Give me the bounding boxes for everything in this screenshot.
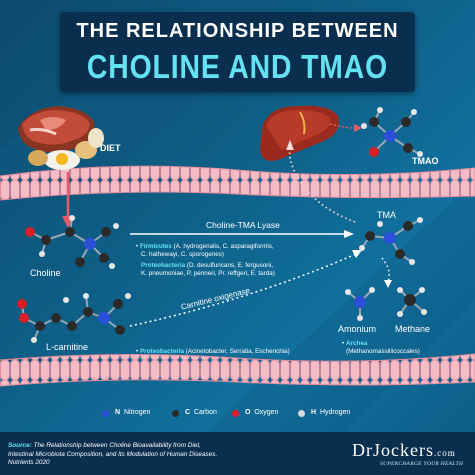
firmicutes-name: Firmicutes: [139, 243, 172, 250]
arrow-liver-to-tmao: [329, 123, 362, 132]
footer: [0, 432, 475, 475]
legend-name: Nitrogen: [123, 409, 151, 416]
brand-tagline: SUPERCHARGE YOUR HEALTH: [380, 461, 464, 467]
legend-letter: C: [185, 409, 191, 416]
legend-letter: O: [245, 409, 251, 416]
choline-molecule: [25, 215, 119, 269]
title-line-1: THE RELATIONSHIP BETWEEN: [76, 20, 399, 42]
arrow-choline-tma-lyase: [130, 230, 354, 238]
firmicutes-line1: (A. hydrogenalis, C. asparagiformis,: [171, 243, 274, 250]
legend-nitrogen: N Nitrogen: [115, 409, 150, 416]
membrane-bottom: [0, 353, 475, 387]
amonium-label: Amonium: [338, 324, 377, 334]
legend-letter: H: [311, 409, 317, 416]
legend-name: Carbon: [193, 409, 217, 416]
methane-molecule: [397, 287, 427, 317]
legend-letter: N: [115, 409, 121, 416]
tma-label: TMA: [377, 210, 396, 220]
archea-note: • Archea (Methanomassiliicoccales): [342, 340, 472, 357]
firmicutes-note: • Firmicutes (A. hydrogenalis, C. aspara…: [136, 243, 346, 260]
proteobacteria-note-1: Proteobacteria (D. desulfuricans, E. fer…: [141, 262, 351, 279]
proteobacteria-note-2: • Proteobacteria (Acinetobacter, Serrati…: [136, 348, 356, 356]
hydrogen-dot-icon: [298, 410, 305, 417]
title-box: THE RELATIONSHIP BETWEEN CHOLINE AND TMA…: [60, 12, 415, 92]
steak-icon: [18, 106, 95, 153]
oxygen-dot-icon: [232, 410, 239, 417]
arrow-carnitine-oxigenase: [129, 250, 362, 327]
carbon-dot-icon: [172, 410, 179, 417]
legend-name: Oxygen: [254, 409, 279, 416]
methane-label: Methane: [395, 324, 431, 334]
choline-label: Choline: [30, 268, 61, 278]
proteobacteria-name-1: Proteobacteria: [141, 262, 186, 269]
legend-hydrogen: H Hydrogen: [311, 409, 350, 416]
proteobacteria-text-2: (Acinetobacter, Serratia, Escherichia): [184, 348, 290, 355]
legend-name: Hydrogen: [319, 409, 351, 416]
choline-tma-lyase-label: Choline-TMA Lyase: [206, 220, 280, 230]
nitrogen-dot-icon: [102, 410, 109, 417]
legend-oxygen: O Oxygen: [245, 409, 278, 416]
bullet: •: [136, 243, 139, 250]
liver-icon: [260, 105, 339, 161]
membrane-top: [0, 165, 475, 201]
l-carnitine-molecule: [17, 293, 131, 343]
brand-logo: DrJockers.com: [352, 440, 456, 461]
tmao-molecule: [361, 107, 423, 157]
proteobacteria-name-2: Proteobacteria: [139, 348, 185, 355]
amonium-molecule: [345, 287, 375, 321]
eggs-icon: [28, 128, 104, 170]
archea-name: Archea: [345, 340, 368, 347]
bullet: •: [136, 348, 139, 355]
proteobacteria-line2: K. pneumoniae, P. penneri, Pr. reffgeri,…: [141, 270, 275, 278]
source-text: The Relationship between Choline Bioavai…: [8, 442, 218, 466]
brand-domain: .com: [433, 448, 456, 458]
tmao-label: TMAO: [412, 156, 439, 166]
arrow-tma-to-products: [381, 257, 392, 288]
arrow-tma-to-liver: [286, 140, 356, 223]
source-citation: Source: The Relationship between Choline…: [8, 442, 218, 468]
bullet: •: [342, 340, 345, 347]
l-carnitine-label: L-carnitine: [46, 342, 89, 352]
proteobacteria-line1: (D. desulfuricans, E. fergusoni,: [185, 262, 273, 269]
archea-text: (Methanomassiliicoccales): [346, 348, 420, 356]
brand-name: DrJockers: [352, 440, 434, 460]
diet-label: DIET: [100, 143, 121, 153]
firmicutes-line2: C. hathewayi, C. sporogenes): [141, 251, 224, 259]
source-label: Source:: [8, 442, 32, 449]
tma-molecule: [359, 217, 423, 265]
legend-carbon: C Carbon: [185, 409, 217, 416]
title-line-2: CHOLINE AND TMAO: [86, 48, 389, 85]
